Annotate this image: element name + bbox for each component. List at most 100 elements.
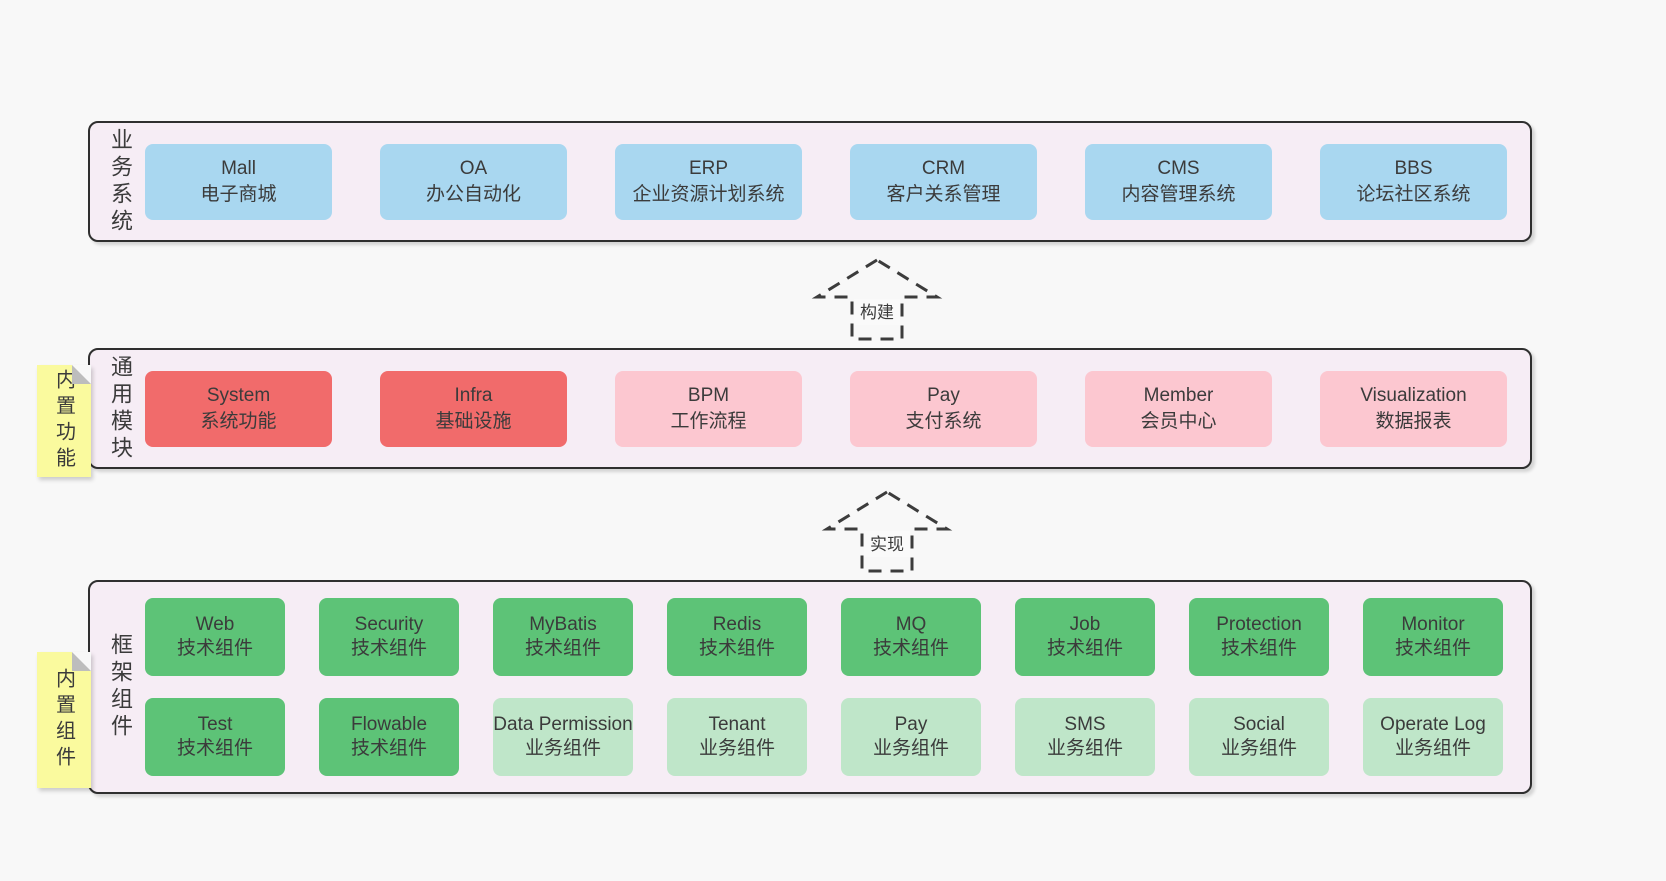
box-name: OA — [459, 157, 488, 179]
business-layer-label: 业务系统 — [108, 127, 133, 236]
box-desc: 企业资源计划系统 — [632, 183, 785, 205]
box-bbs: BBS 论坛社区系统 — [1320, 143, 1507, 220]
box-name: Pay — [927, 384, 960, 406]
box-name: Security — [354, 614, 424, 636]
box-monitor: Monitor 技术组件 — [1363, 598, 1503, 676]
box-social: Social 业务组件 — [1189, 698, 1329, 776]
build-arrow-label: 构建 — [860, 303, 894, 322]
box-redis: Redis 技术组件 — [667, 598, 807, 676]
box-mybatis: MyBatis 技术组件 — [493, 598, 633, 676]
box-name: Data Permission — [493, 714, 633, 736]
box-data-permission: Data Permission 业务组件 — [493, 698, 633, 776]
box-name: Social — [1233, 714, 1285, 736]
box-name: Redis — [712, 614, 762, 636]
box-desc: 技术组件 — [350, 638, 427, 659]
module-layer-panel: 通用模块 System 系统功能 Infra 基础设施 BPM 工作流程 Pay… — [88, 348, 1532, 469]
build-arrow-icon: 构建 — [811, 257, 943, 343]
box-desc: 办公自动化 — [425, 183, 521, 205]
box-desc: 技术组件 — [1394, 638, 1471, 659]
box-desc: 技术组件 — [176, 638, 253, 659]
box-name: Pay — [894, 714, 928, 736]
box-security: Security 技术组件 — [319, 598, 459, 676]
box-erp: ERP 企业资源计划系统 — [615, 143, 802, 220]
box-desc: 技术组件 — [350, 738, 427, 759]
box-desc: 基础设施 — [435, 410, 512, 432]
box-name: CMS — [1157, 157, 1200, 179]
box-name: Test — [197, 714, 233, 736]
folded-corner-icon — [72, 652, 91, 671]
box-desc: 技术组件 — [872, 638, 949, 659]
box-bpm: BPM 工作流程 — [615, 370, 802, 447]
box-name: SMS — [1064, 714, 1106, 736]
box-name: Job — [1069, 614, 1101, 636]
box-desc: 数据报表 — [1375, 410, 1452, 432]
business-box-row: Mall 电子商城 OA 办公自动化 ERP 企业资源计划系统 CRM 客户关系… — [145, 143, 1507, 220]
box-job: Job 技术组件 — [1015, 598, 1155, 676]
box-desc: 技术组件 — [1220, 638, 1297, 659]
box-desc: 客户关系管理 — [886, 183, 1001, 205]
box-desc: 工作流程 — [670, 410, 747, 432]
component-layer-panel: 框架组件 Web 技术组件 Security 技术组件 MyBatis 技术组件… — [88, 580, 1532, 794]
box-desc: 业务组件 — [1394, 738, 1471, 759]
box-test: Test 技术组件 — [145, 698, 285, 776]
box-desc: 支付系统 — [905, 410, 982, 432]
component-row-1: Web 技术组件 Security 技术组件 MyBatis 技术组件 Redi… — [145, 598, 1503, 676]
component-grid: Web 技术组件 Security 技术组件 MyBatis 技术组件 Redi… — [145, 598, 1503, 776]
box-infra: Infra 基础设施 — [380, 370, 567, 447]
box-name: CRM — [921, 157, 966, 179]
business-layer-panel: 业务系统 Mall 电子商城 OA 办公自动化 ERP 企业资源计划系统 CRM… — [88, 121, 1532, 242]
box-name: Operate Log — [1380, 714, 1486, 736]
component-row-2: Test 技术组件 Flowable 技术组件 Data Permission … — [145, 698, 1503, 776]
box-visualization: Visualization 数据报表 — [1320, 370, 1507, 447]
sticky-note-built-in-components: 内置组件 — [37, 652, 91, 788]
box-name: Infra — [454, 384, 493, 406]
box-desc: 业务组件 — [1220, 738, 1297, 759]
module-layer-label: 通用模块 — [108, 354, 133, 463]
box-name: Protection — [1216, 614, 1302, 636]
box-name: Member — [1143, 384, 1214, 406]
box-desc: 会员中心 — [1140, 410, 1217, 432]
implement-arrow-label: 实现 — [870, 535, 904, 554]
box-name: Flowable — [350, 714, 428, 736]
box-mq: MQ 技术组件 — [841, 598, 981, 676]
box-cms: CMS 内容管理系统 — [1085, 143, 1272, 220]
sticky-note-built-in-features: 内置功能 — [37, 365, 91, 477]
box-name: System — [206, 384, 271, 406]
box-member: Member 会员中心 — [1085, 370, 1272, 447]
box-sms: SMS 业务组件 — [1015, 698, 1155, 776]
box-name: BPM — [687, 384, 730, 406]
box-desc: 业务组件 — [524, 738, 601, 759]
box-flowable: Flowable 技术组件 — [319, 698, 459, 776]
box-desc: 技术组件 — [1046, 638, 1123, 659]
box-desc: 内容管理系统 — [1121, 183, 1236, 205]
box-name: Tenant — [708, 714, 766, 736]
box-desc: 业务组件 — [872, 738, 949, 759]
box-desc: 业务组件 — [1046, 738, 1123, 759]
box-desc: 系统功能 — [200, 410, 277, 432]
box-operate-log: Operate Log 业务组件 — [1363, 698, 1503, 776]
box-pay-module: Pay 支付系统 — [850, 370, 1037, 447]
box-protection: Protection 技术组件 — [1189, 598, 1329, 676]
box-mall: Mall 电子商城 — [145, 143, 332, 220]
sticky-text: 内置功能 — [52, 369, 75, 473]
component-layer-label: 框架组件 — [108, 633, 133, 741]
box-name: Mall — [221, 157, 256, 179]
box-desc: 技术组件 — [176, 738, 253, 759]
box-desc: 技术组件 — [524, 638, 601, 659]
implement-arrow-icon: 实现 — [821, 489, 953, 575]
box-name: ERP — [688, 157, 729, 179]
box-name: MyBatis — [529, 614, 597, 636]
box-name: Visualization — [1360, 384, 1467, 406]
box-web: Web 技术组件 — [145, 598, 285, 676]
box-desc: 业务组件 — [698, 738, 775, 759]
box-desc: 电子商城 — [200, 183, 277, 205]
module-box-row: System 系统功能 Infra 基础设施 BPM 工作流程 Pay 支付系统… — [145, 370, 1507, 447]
box-system: System 系统功能 — [145, 370, 332, 447]
box-desc: 论坛社区系统 — [1356, 183, 1471, 205]
box-pay-component: Pay 业务组件 — [841, 698, 981, 776]
box-name: Monitor — [1401, 614, 1465, 636]
sticky-text: 内置组件 — [52, 668, 75, 772]
box-name: MQ — [895, 614, 927, 636]
box-name: Web — [195, 614, 235, 636]
